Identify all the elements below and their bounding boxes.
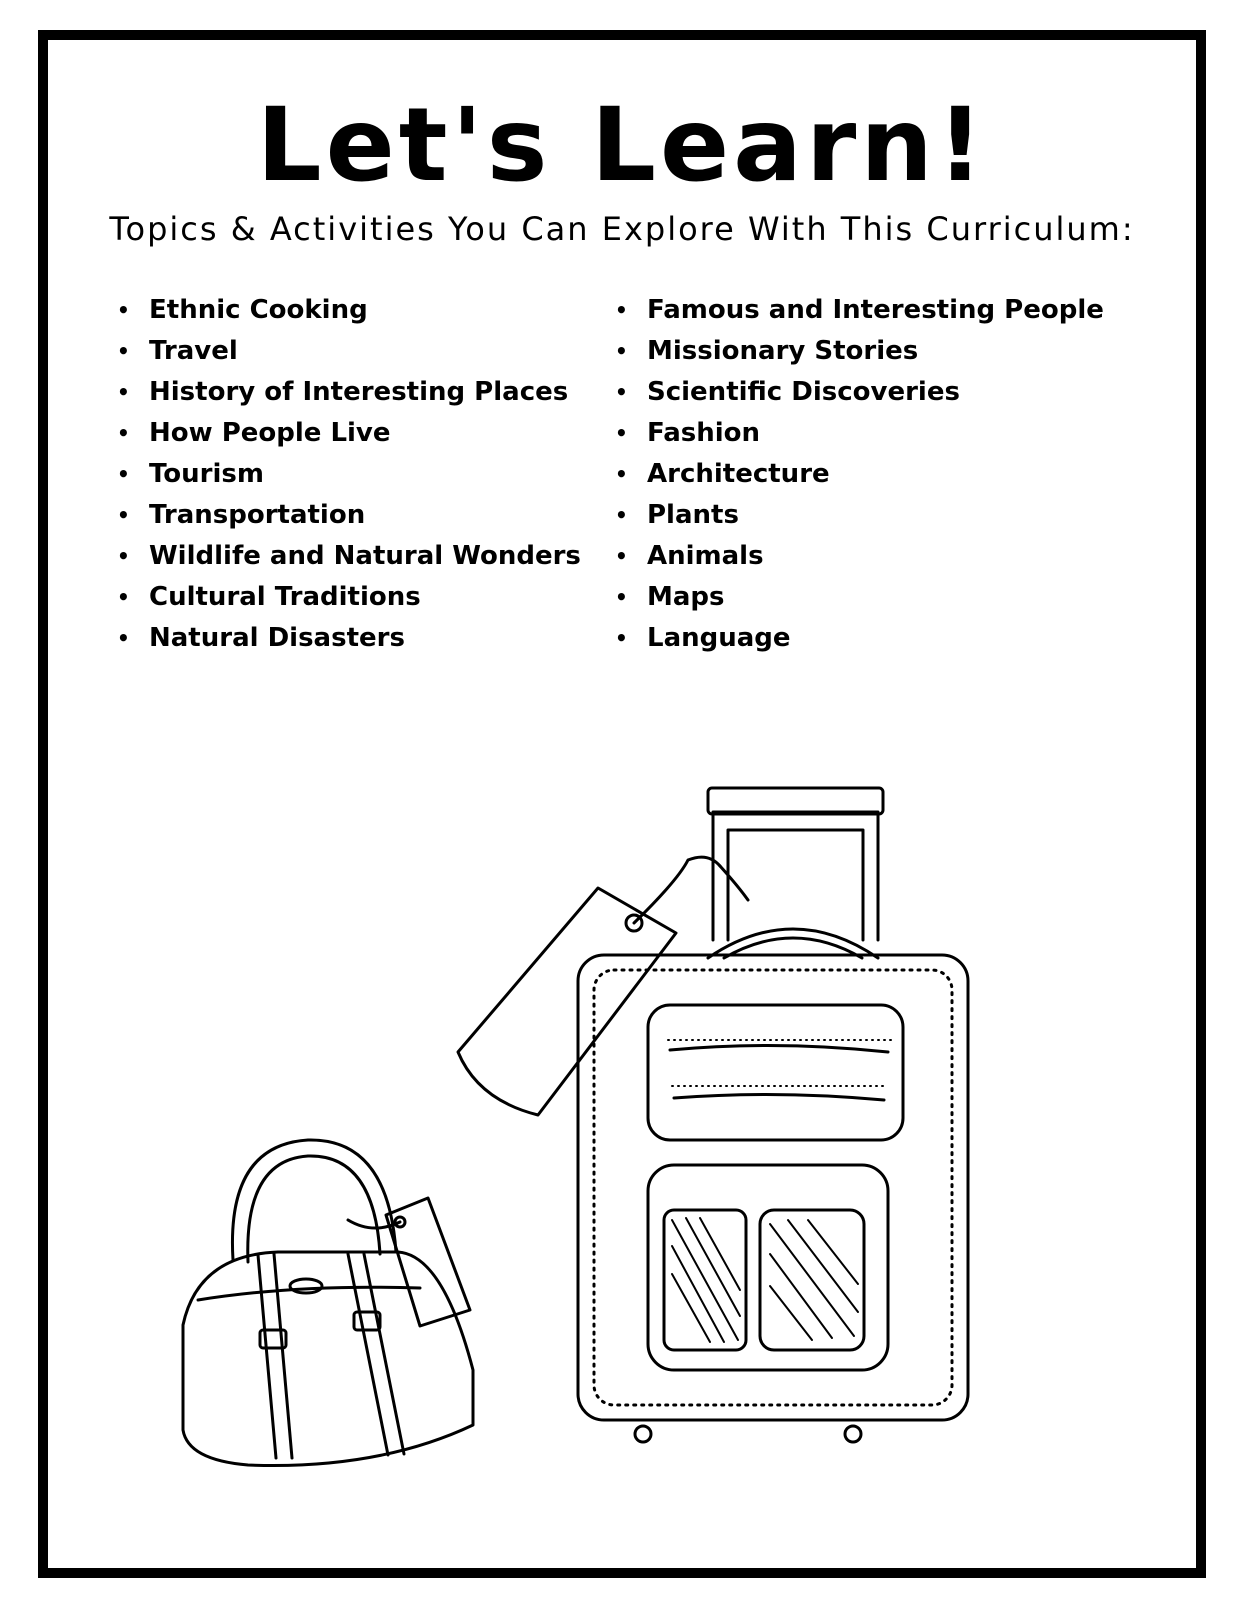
- list-item: History of Interesting Places: [117, 372, 581, 413]
- list-item: Wildlife and Natural Wonders: [117, 536, 581, 577]
- list-item: Scientific Discoveries: [615, 372, 1104, 413]
- list-item: Transportation: [117, 495, 581, 536]
- list-item: Language: [615, 618, 1104, 659]
- list-item: Fashion: [615, 413, 1104, 454]
- topics-list-left: Ethnic Cooking Travel History of Interes…: [117, 290, 581, 659]
- list-item: How People Live: [117, 413, 581, 454]
- page-border: Let's Learn! Topics & Activities You Can…: [38, 30, 1206, 1578]
- list-item: Tourism: [117, 454, 581, 495]
- list-item: Cultural Traditions: [117, 577, 581, 618]
- list-item: Plants: [615, 495, 1104, 536]
- list-item: Natural Disasters: [117, 618, 581, 659]
- list-item: Travel: [117, 331, 581, 372]
- list-item: Architecture: [615, 454, 1104, 495]
- handbag-icon: [181, 1138, 475, 1467]
- page-title: Let's Learn!: [256, 86, 988, 205]
- topics-list-right: Famous and Interesting People Missionary…: [615, 290, 1104, 659]
- list-item: Animals: [615, 536, 1104, 577]
- list-item: Famous and Interesting People: [615, 290, 1104, 331]
- luggage-illustration: [181, 786, 970, 1467]
- list-item: Missionary Stories: [615, 331, 1104, 372]
- list-item: Maps: [615, 577, 1104, 618]
- suitcase-icon: [576, 786, 970, 1444]
- page-subtitle: Topics & Activities You Can Explore With…: [109, 210, 1135, 248]
- luggage-tag-icon: [456, 855, 750, 1117]
- list-item: Ethnic Cooking: [117, 290, 581, 331]
